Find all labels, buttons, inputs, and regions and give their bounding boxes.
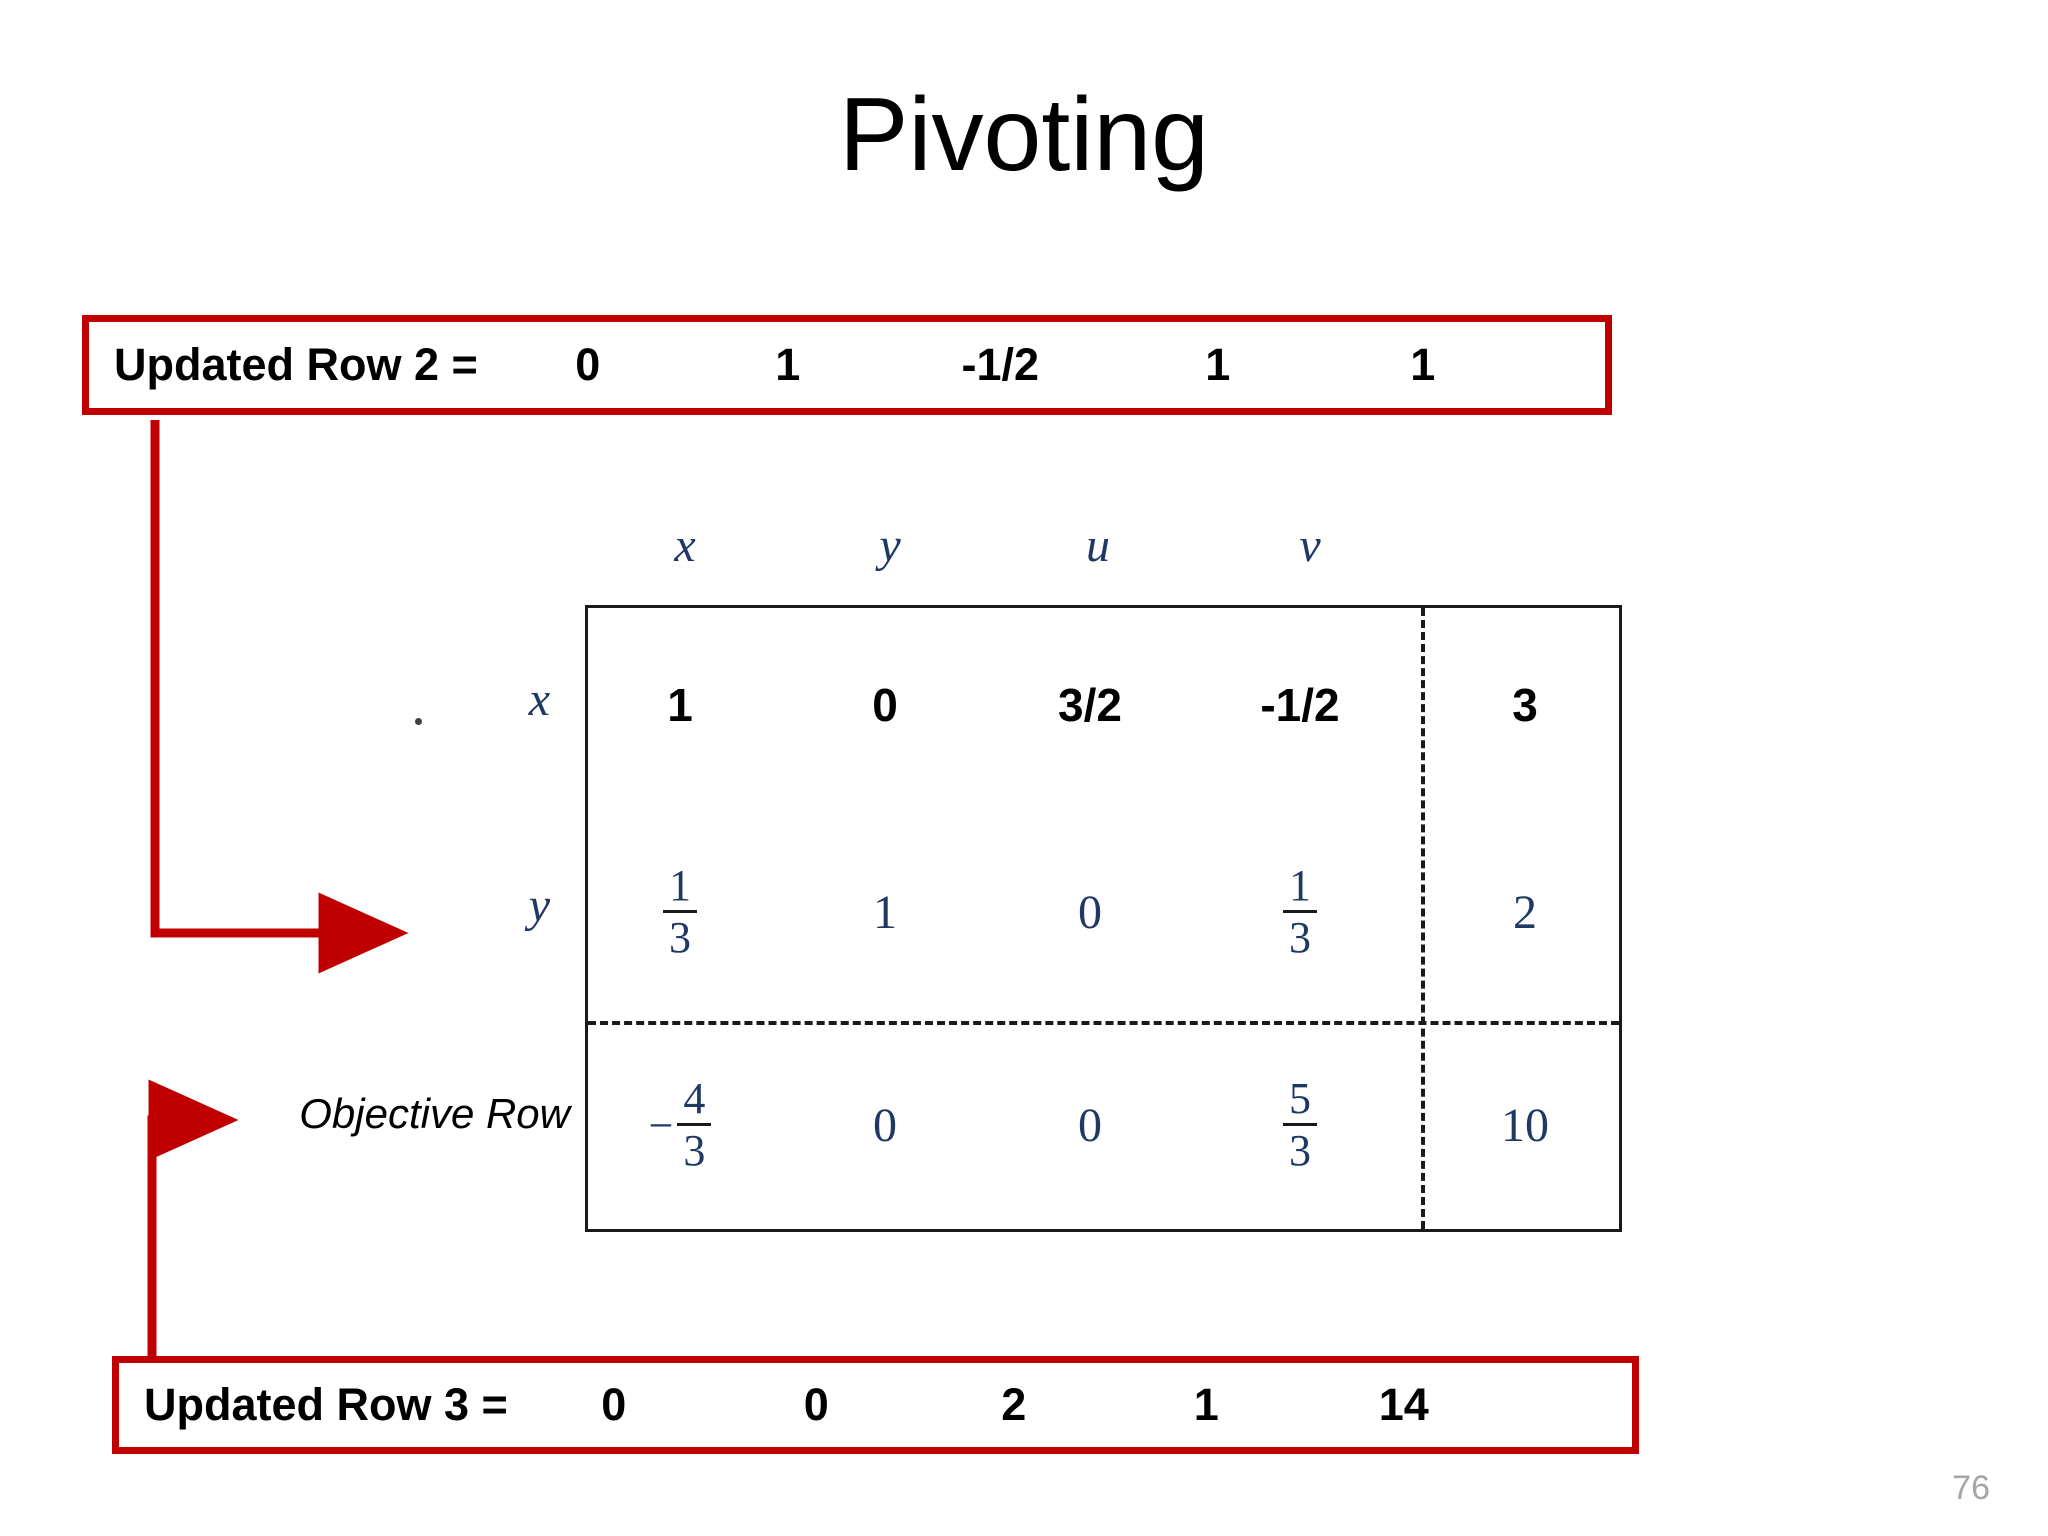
cell-obj-rhs: 10 — [1501, 1098, 1549, 1152]
objective-divider — [588, 1021, 1619, 1025]
simplex-tableau — [585, 605, 1622, 1232]
fraction-denominator: 3 — [677, 1123, 712, 1173]
row-label-y: y — [528, 879, 550, 932]
cell-y-u: 0 — [1078, 885, 1102, 939]
cell-y-rhs: 2 — [1513, 885, 1537, 939]
arrow-row2-to-y-row — [150, 420, 409, 974]
column-header-v: v — [1299, 519, 1321, 572]
arrow-row3-to-objective-row — [147, 1079, 239, 1356]
fraction-denominator: 3 — [1283, 1123, 1317, 1173]
cell-x-rhs: 3 — [1512, 679, 1538, 731]
cell-x-u: 3/2 — [1058, 679, 1122, 731]
row-label-x: x — [528, 673, 550, 726]
callout-row2-value-4: 1 — [1205, 339, 1231, 390]
callout-row2-values: 0 1 -1/2 1 1 — [478, 339, 1605, 391]
row-label-objective: Objective Row — [299, 1090, 570, 1137]
column-header-u: u — [1086, 519, 1110, 572]
cell-y-x: 1 3 — [595, 862, 765, 962]
fraction-denominator: 3 — [1283, 910, 1317, 960]
callout-row2-value-5: 1 — [1410, 339, 1436, 390]
fraction-five-thirds: 5 3 — [1283, 1077, 1317, 1173]
callout-row3-value-5: 14 — [1378, 1379, 1429, 1430]
callout-row2-label: Updated Row 2 = — [114, 339, 478, 390]
callout-row3-value-4: 1 — [1193, 1379, 1219, 1430]
page-title: Pivoting — [839, 77, 1209, 193]
fraction-numerator: 4 — [683, 1074, 706, 1123]
fraction-one-third-a: 1 3 — [663, 864, 697, 960]
fraction-numerator: 1 — [669, 861, 691, 910]
callout-updated-row-2: Updated Row 2 = 0 1 -1/2 1 1 — [82, 315, 1612, 415]
callout-row2-value-1: 0 — [575, 339, 601, 390]
stray-dot — [415, 718, 422, 725]
minus-sign: − — [648, 1100, 674, 1150]
cell-y-y: 1 — [873, 885, 897, 939]
column-header-x: x — [674, 519, 696, 572]
column-header-y: y — [879, 519, 901, 572]
callout-row3-value-1: 0 — [601, 1379, 627, 1430]
fraction-numerator: 1 — [1289, 861, 1311, 910]
cell-x-x: 1 — [667, 679, 693, 731]
fraction-numerator: 5 — [1289, 1074, 1311, 1123]
cell-y-v: 1 3 — [1215, 862, 1385, 962]
cell-obj-u: 0 — [1078, 1098, 1102, 1152]
fraction-four-thirds: 4 3 — [677, 1074, 712, 1173]
rhs-divider — [1421, 608, 1425, 1229]
callout-row3-value-2: 0 — [803, 1379, 829, 1430]
cell-x-y: 0 — [872, 679, 898, 731]
cell-x-v: -1/2 — [1260, 679, 1340, 731]
callout-row3-values: 0 0 2 1 14 — [508, 1379, 1632, 1431]
page-number: 76 — [1952, 1469, 1990, 1507]
fraction-one-third-b: 1 3 — [1283, 864, 1317, 960]
callout-row3-value-3: 2 — [1001, 1379, 1027, 1430]
cell-obj-x: − 4 3 — [595, 1075, 765, 1175]
callout-row2-value-3: -1/2 — [961, 339, 1040, 390]
cell-obj-v: 5 3 — [1215, 1075, 1385, 1175]
callout-row2-value-2: 1 — [775, 339, 801, 390]
cell-obj-y: 0 — [873, 1098, 897, 1152]
fraction-denominator: 3 — [663, 910, 697, 960]
callout-updated-row-3: Updated Row 3 = 0 0 2 1 14 — [112, 1356, 1639, 1454]
callout-row3-label: Updated Row 3 = — [144, 1379, 508, 1430]
